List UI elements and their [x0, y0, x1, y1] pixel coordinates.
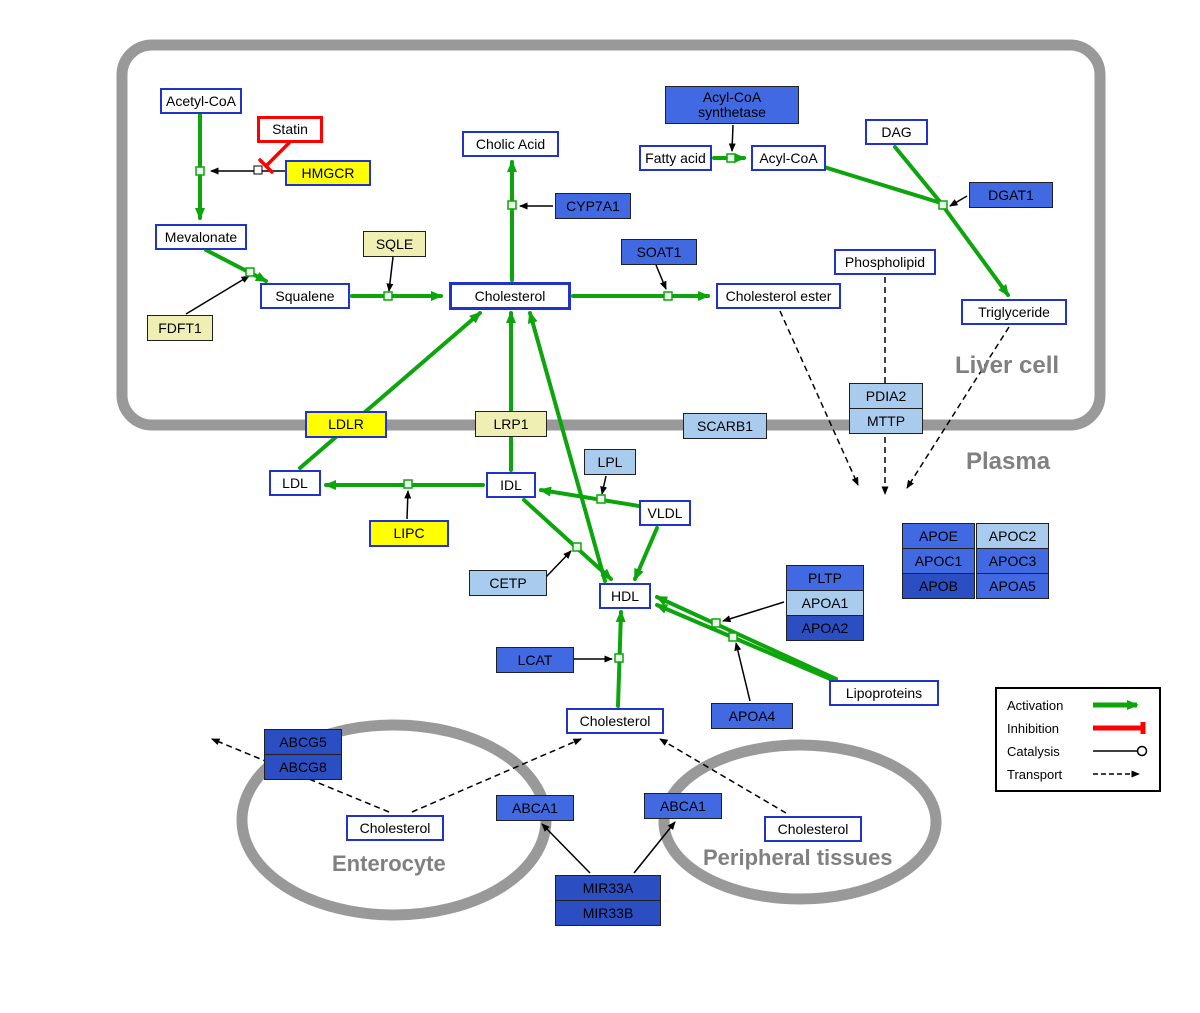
legend-transport-label: Transport: [1007, 766, 1063, 782]
node-apoc2[interactable]: APOC2: [976, 523, 1049, 549]
peripheral-tissues-membrane: [658, 739, 942, 905]
node-scarb1[interactable]: SCARB1: [683, 413, 767, 439]
legend: Activation Inhibition Catalysis Transpor…: [995, 687, 1161, 792]
node-mir33a[interactable]: MIR33A: [555, 875, 661, 901]
node-lipoproteins[interactable]: Lipoproteins: [829, 680, 939, 706]
liver-cell-label: Liver cell: [955, 352, 1060, 379]
node-cholesterol-center[interactable]: Cholesterol: [566, 708, 664, 734]
node-lcat[interactable]: LCAT: [496, 647, 574, 673]
node-sqle[interactable]: SQLE: [363, 231, 426, 257]
node-ldl[interactable]: LDL: [269, 470, 321, 496]
inhibition-tbar-icon: [1093, 722, 1146, 734]
node-pdia2[interactable]: PDIA2: [849, 383, 923, 409]
inhibition-edge: [258, 141, 291, 174]
node-mttp[interactable]: MTTP: [849, 408, 923, 434]
node-abcg5[interactable]: ABCG5: [264, 729, 342, 755]
node-apoe[interactable]: APOE: [902, 523, 975, 549]
node-dgat1[interactable]: DGAT1: [969, 182, 1053, 208]
node-acetyl-coa[interactable]: Acetyl-CoA: [160, 88, 242, 114]
node-mir33b[interactable]: MIR33B: [555, 900, 661, 926]
enterocyte-label: Enterocyte: [332, 851, 446, 876]
activation-arrow-icon: [1093, 700, 1139, 710]
legend-row-activation: Activation: [1007, 695, 1151, 715]
node-cyp7a1[interactable]: CYP7A1: [555, 193, 631, 219]
node-apoc1[interactable]: APOC1: [902, 548, 975, 574]
node-apoc3[interactable]: APOC3: [976, 548, 1049, 574]
node-apoa4[interactable]: APOA4: [711, 703, 793, 729]
legend-row-inhibition: Inhibition: [1007, 718, 1151, 738]
node-squalene[interactable]: Squalene: [260, 283, 350, 309]
peripheral-tissues-label: Peripheral tissues: [703, 845, 893, 870]
node-lipc[interactable]: LIPC: [369, 520, 449, 547]
node-acyl-coa[interactable]: Acyl-CoA: [751, 145, 826, 171]
node-lpl[interactable]: LPL: [584, 449, 636, 475]
node-ldlr[interactable]: LDLR: [305, 411, 387, 438]
node-cholic-acid[interactable]: Cholic Acid: [462, 131, 559, 157]
node-pltp[interactable]: PLTP: [786, 565, 864, 591]
node-abca1-peripheral[interactable]: ABCA1: [644, 793, 722, 819]
node-cholesterol-peripheral[interactable]: Cholesterol: [764, 816, 862, 842]
anchor-nodes: [195, 153, 948, 663]
node-fdft1[interactable]: FDFT1: [147, 315, 213, 341]
node-fatty-acid[interactable]: Fatty acid: [639, 145, 712, 171]
node-cetp[interactable]: CETP: [469, 570, 547, 596]
catalysis-circle-icon: [1093, 745, 1148, 757]
liver-cell-membrane: [116, 39, 1106, 431]
node-abcg8[interactable]: ABCG8: [264, 754, 342, 780]
node-soat1[interactable]: SOAT1: [621, 239, 697, 265]
node-vldl[interactable]: VLDL: [639, 500, 691, 526]
node-cholesterol-ester[interactable]: Cholesterol ester: [716, 283, 841, 309]
node-hdl[interactable]: HDL: [599, 583, 651, 609]
node-phospholipid[interactable]: Phospholipid: [834, 249, 936, 275]
transport-dashed-arrow-icon: [1093, 770, 1140, 778]
statin-junction-node: [253, 165, 263, 175]
legend-row-catalysis: Catalysis: [1007, 741, 1151, 761]
node-apoa2[interactable]: APOA2: [786, 615, 864, 641]
node-dag[interactable]: DAG: [865, 119, 928, 145]
legend-row-transport: Transport: [1007, 764, 1151, 784]
node-apoa1[interactable]: APOA1: [786, 590, 864, 616]
node-acyl-coa-synthetase[interactable]: Acyl-CoA synthetase: [665, 86, 799, 124]
node-statin[interactable]: Statin: [257, 116, 323, 143]
node-apob[interactable]: APOB: [902, 573, 975, 599]
node-idl[interactable]: IDL: [486, 472, 536, 498]
node-apoa5[interactable]: APOA5: [976, 573, 1049, 599]
legend-inhibition-label: Inhibition: [1007, 720, 1060, 736]
node-triglyceride[interactable]: Triglyceride: [961, 299, 1067, 325]
legend-catalysis-label: Catalysis: [1007, 743, 1060, 759]
node-hmgcr[interactable]: HMGCR: [285, 160, 371, 186]
node-mevalonate[interactable]: Mevalonate: [155, 224, 247, 250]
plasma-label: Plasma: [966, 448, 1051, 475]
node-cholesterol-enterocyte[interactable]: Cholesterol: [346, 815, 444, 841]
legend-activation-label: Activation: [1007, 697, 1064, 713]
node-cholesterol-liver[interactable]: Cholesterol: [449, 282, 571, 310]
node-lrp1[interactable]: LRP1: [475, 411, 547, 437]
node-abca1-enterocyte[interactable]: ABCA1: [496, 795, 574, 821]
